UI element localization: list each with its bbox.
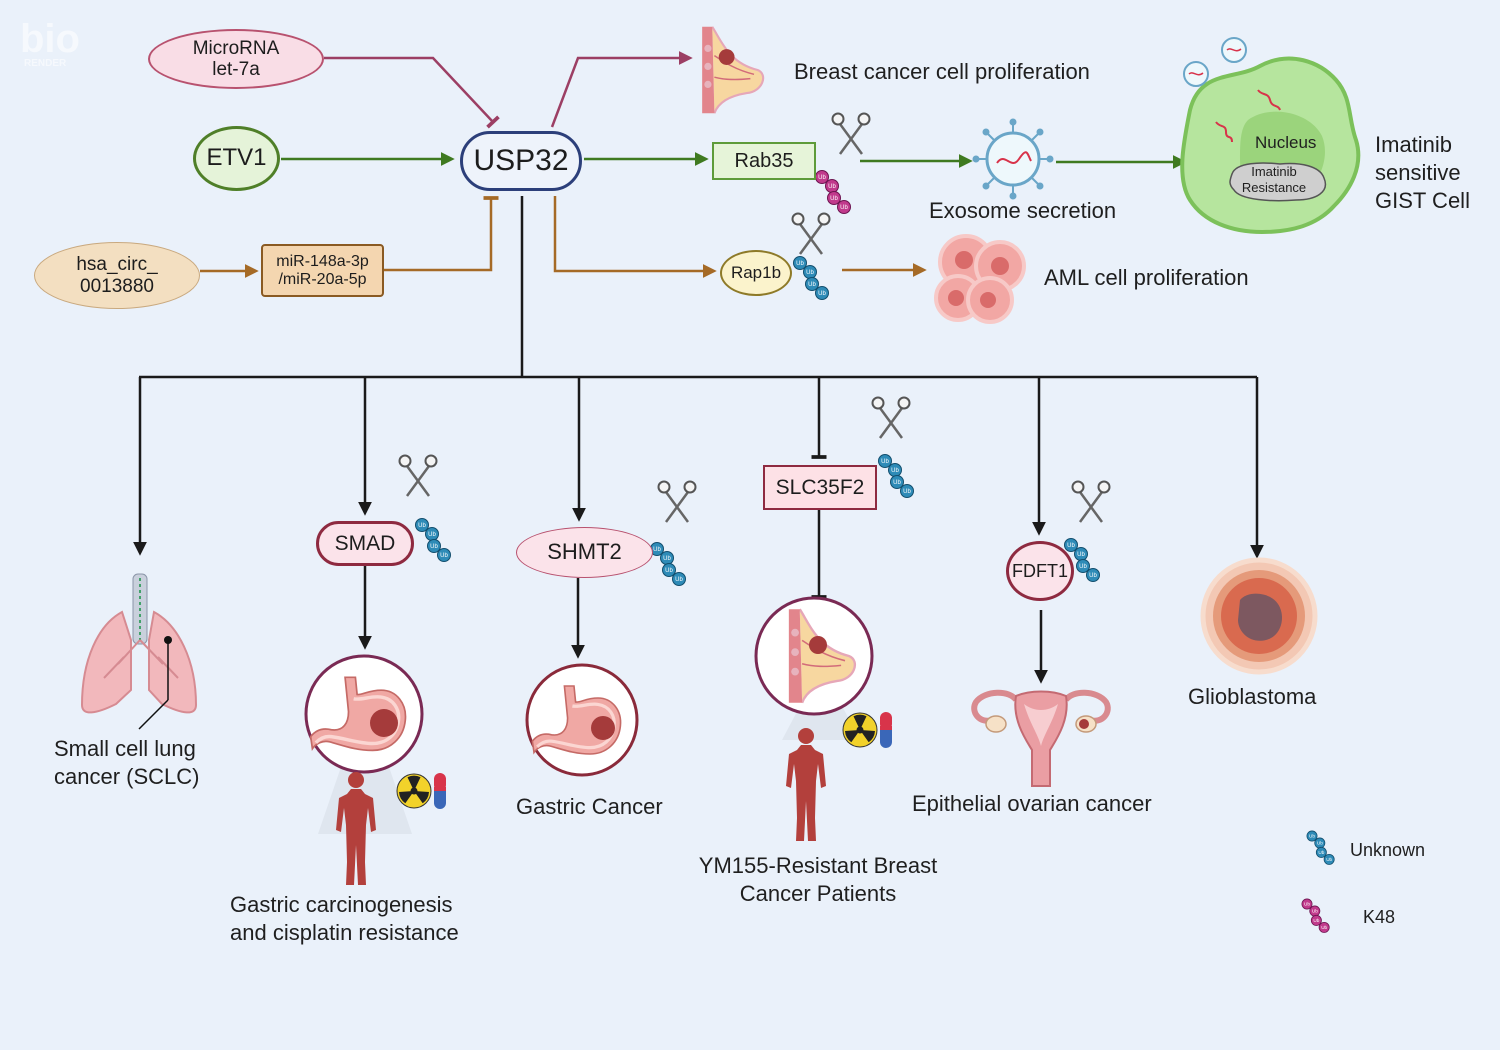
legend-k48-label: K48 (1363, 907, 1396, 927)
label-gastric-carcinogenesis: Gastric carcinogenesis and cisplatin res… (230, 892, 459, 946)
svg-text:RENDER: RENDER (24, 58, 67, 69)
radiation-icon (396, 773, 432, 809)
scissors-icon (871, 396, 911, 440)
scissors-icon (791, 212, 831, 256)
breast-icon (754, 596, 874, 740)
ubiquitin-chain-icon (816, 171, 851, 214)
legend-unknown-chain (1307, 831, 1334, 865)
gist-cell-icon (1180, 37, 1361, 235)
node-etv1: ETV1 (193, 126, 280, 191)
label-imatinib-resistance: Imatinib Resistance (1241, 164, 1307, 195)
drug-capsule-icon (880, 712, 892, 748)
node-fdft1: FDFT1 (1006, 541, 1074, 601)
legend-unknown-label: Unknown (1350, 840, 1426, 860)
node-microrna-let7a: MicroRNA let-7a (148, 29, 324, 89)
label-nucleus: Nucleus (1255, 133, 1317, 152)
drug-capsule-icon (434, 773, 446, 809)
label-aml-proliferation: AML cell proliferation (1044, 265, 1249, 290)
label-gastric-cancer: Gastric Cancer (516, 794, 663, 819)
human-body-icon (786, 728, 826, 841)
ubiquitin-chain-icon (879, 455, 914, 498)
label-sclc: Small cell lung cancer (SCLC) (54, 736, 200, 790)
edge-usp32-to-breast-proliferation (550, 51, 693, 128)
breast-icon (701, 25, 765, 115)
label-glioblastoma: Glioblastoma (1188, 684, 1317, 709)
scissors-icon (657, 480, 697, 524)
node-smad: SMAD (316, 521, 414, 566)
glioblastoma-cell-icon (1200, 557, 1318, 675)
edge-usp32-to-rap1b (553, 196, 717, 278)
scissors-icon (398, 454, 438, 498)
ubiquitin-chain-icon (416, 519, 451, 562)
label-ym155-resistant: YM155-Resistant Breast Cancer Patients (698, 853, 938, 907)
label-exosome-secretion: Exosome secretion (929, 198, 1117, 223)
watermark: bio (20, 17, 80, 61)
uterus-icon (971, 689, 1111, 787)
node-slc35f2: SLC35F2 (763, 465, 877, 510)
label-breast-cancer-proliferation: Breast cancer cell proliferation (794, 59, 1090, 84)
edge-microrna-inhibits-usp32 (324, 56, 500, 129)
edge-mir-inhibits-usp32 (384, 196, 499, 272)
scissors-icon (831, 112, 871, 156)
scissors-icon (1071, 480, 1111, 524)
lungs-icon (80, 573, 198, 730)
node-mir-148a-20a: miR-148a-3p /miR-20a-5p (261, 244, 384, 297)
exosome-icon (972, 118, 1054, 200)
node-usp32: USP32 (460, 131, 582, 191)
legend-k48-chain (1302, 899, 1329, 933)
node-hsa-circ-0013880: hsa_circ_ 0013880 (34, 242, 200, 309)
node-rap1b: Rap1b (720, 250, 792, 296)
stomach-icon (525, 663, 639, 777)
aml-cells-icon (934, 234, 1026, 324)
label-imatinib-sensitive-gist: Imatinib sensitive GIST Cell (1375, 132, 1470, 214)
node-shmt2: SHMT2 (516, 527, 653, 578)
ubiquitin-chain-icon (794, 257, 829, 300)
ubiquitin-chain-icon (651, 543, 686, 586)
label-epithelial-ovarian: Epithelial ovarian cancer (912, 791, 1152, 816)
radiation-icon (842, 712, 878, 748)
node-rab35: Rab35 (712, 142, 816, 180)
